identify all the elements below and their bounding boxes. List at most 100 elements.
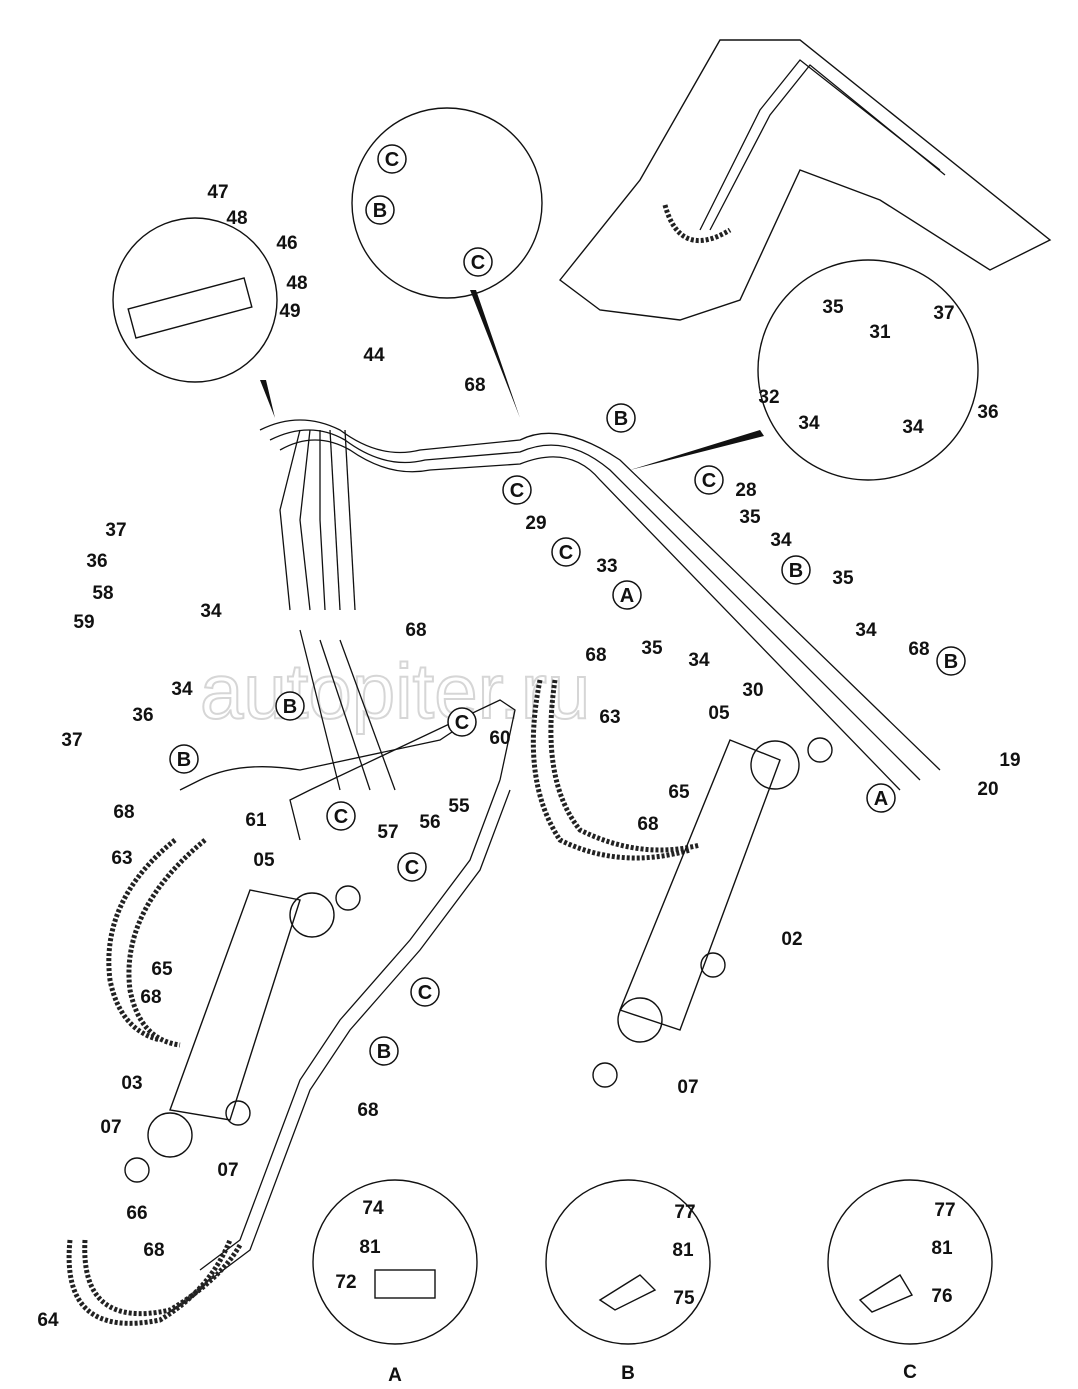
watermark: autopiter.ru: [200, 647, 590, 735]
part-number-label: 44: [363, 345, 385, 366]
view-callout-label: C: [702, 470, 716, 492]
part-number-label: 37: [933, 303, 954, 324]
part-number-label: 75: [673, 1288, 695, 1309]
callout-circle: [447, 707, 477, 737]
part-number-label: 59: [73, 612, 94, 633]
part-number-label: 34: [855, 620, 877, 641]
part-number-label: 05: [253, 850, 275, 871]
line-art: [66, 39, 1052, 1345]
view-callout-label: A: [620, 585, 634, 607]
part-number-label: 74: [362, 1198, 384, 1219]
part-number-label: 77: [674, 1202, 695, 1223]
part-number-label: 05: [708, 703, 730, 724]
part-number-label: 02: [781, 929, 802, 950]
part-number-label: 35: [832, 568, 854, 589]
callout-circle: [410, 977, 440, 1007]
view-callout-label: B: [377, 1041, 391, 1063]
part-number-label: 68: [113, 802, 134, 823]
part-number-label: 58: [92, 583, 113, 604]
part-number-label: 07: [100, 1117, 121, 1138]
cylinder-02: [619, 739, 781, 1031]
callout-circle: [365, 195, 395, 225]
part-number-label: 28: [735, 480, 756, 501]
callout-circle: [866, 783, 896, 813]
view-callout-label: C: [510, 480, 524, 502]
part-number-label: 37: [105, 520, 126, 541]
callout-circle: [936, 646, 966, 676]
part-number-label: 37: [61, 730, 82, 751]
part-number-label: 34: [902, 417, 924, 438]
part-number-label: 81: [359, 1237, 381, 1258]
part-number-label: 68: [637, 814, 658, 835]
detail-circle-view-b: [545, 1179, 711, 1345]
part-number-label: 55: [448, 796, 470, 817]
view-callout-label: C: [418, 982, 432, 1004]
part-number-label: 07: [677, 1077, 698, 1098]
view-callout-label: C: [334, 806, 348, 828]
view-callout-label: B: [177, 749, 191, 771]
callout-circle: [326, 801, 356, 831]
part-number-label: 46: [276, 233, 297, 254]
part-number-label: 76: [931, 1286, 952, 1307]
part-number-label: 34: [171, 679, 193, 700]
part-number-label: 47: [207, 182, 228, 203]
detail-circle-clamp: [112, 217, 278, 383]
part-number-label: 81: [672, 1240, 694, 1261]
view-callout-label: B: [944, 651, 958, 673]
part-number-label: 66: [126, 1203, 147, 1224]
part-number-label: 60: [489, 728, 510, 749]
part-number-label: 33: [596, 556, 617, 577]
part-number-label: 68: [357, 1100, 378, 1121]
part-number-label: 32: [758, 387, 779, 408]
part-number-label: 03: [121, 1073, 142, 1094]
callout-circle: [551, 537, 581, 567]
callout-circle: [463, 247, 493, 277]
part-number-label: 36: [132, 705, 153, 726]
part-number-label: 68: [464, 375, 485, 396]
callout-circle: [169, 744, 199, 774]
part-number-label: B: [621, 1363, 635, 1384]
part-number-label: 68: [908, 639, 929, 660]
callout-circle: [606, 403, 636, 433]
part-number-label: 68: [140, 987, 161, 1008]
detail-circle-view-c: [827, 1179, 993, 1345]
part-number-label: 29: [525, 513, 546, 534]
detail-circle-pipe-bundle: [351, 107, 543, 299]
callout-circle: [397, 852, 427, 882]
view-callout-label: B: [614, 408, 628, 430]
view-callout-label: B: [789, 560, 803, 582]
view-callout-label: C: [455, 712, 469, 734]
callout-circle: [275, 691, 305, 721]
view-callout-label: C: [471, 252, 485, 274]
part-number-label: 35: [739, 507, 761, 528]
part-number-label: 35: [641, 638, 663, 659]
view-callout-label: C: [559, 542, 573, 564]
callout-circle: [369, 1036, 399, 1066]
part-number-label: 30: [742, 680, 763, 701]
view-callout-label: C: [385, 149, 399, 171]
part-number-label: 65: [151, 959, 173, 980]
detail-circle-view-a: [312, 1179, 478, 1345]
callout-circle: [781, 555, 811, 585]
part-number-label: 35: [822, 297, 844, 318]
part-number-label: 56: [419, 812, 440, 833]
callout-circle: [612, 580, 642, 610]
part-number-label: 77: [934, 1200, 955, 1221]
part-number-label: 63: [111, 848, 132, 869]
callout-circle: [502, 475, 532, 505]
callout-circle: [377, 144, 407, 174]
part-number-label: 64: [37, 1310, 59, 1331]
view-callout-label: B: [373, 200, 387, 222]
part-number-label: 19: [999, 750, 1020, 771]
callout-circle: [694, 465, 724, 495]
part-number-label: 68: [585, 645, 606, 666]
part-number-label: 07: [217, 1160, 238, 1181]
part-number-label: 31: [869, 322, 891, 343]
cylinder-03: [169, 889, 301, 1121]
part-number-label: 63: [599, 707, 620, 728]
part-number-label: 57: [377, 822, 398, 843]
part-number-label: A: [388, 1365, 402, 1386]
part-number-label: 48: [226, 208, 247, 229]
